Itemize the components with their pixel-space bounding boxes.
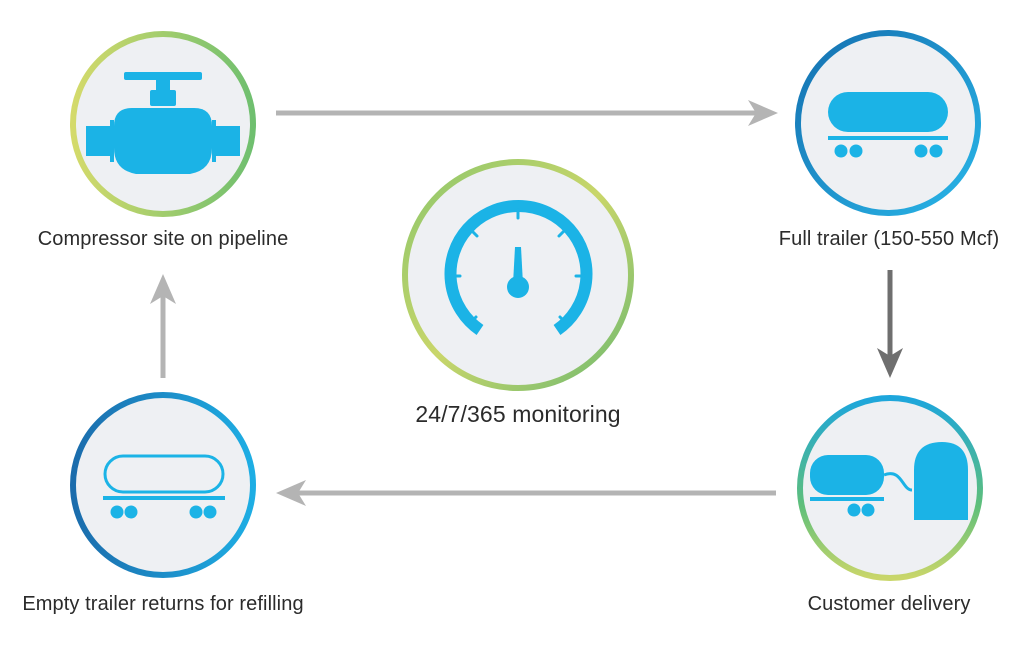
node-customer-delivery (797, 395, 983, 581)
empty-tanker-trailer-icon (103, 454, 225, 519)
full-tanker-trailer-icon (828, 92, 948, 158)
node-ring (70, 392, 256, 578)
node-compressor (70, 31, 256, 217)
node-empty-trailer (70, 392, 256, 578)
gauge-icon (444, 200, 593, 335)
customer-delivery-label: Customer delivery (807, 593, 971, 615)
node-full-trailer (795, 30, 981, 216)
valve-icon (86, 72, 240, 174)
empty-trailer-label: Empty trailer returns for refilling (22, 593, 304, 615)
arrow-customer-to-empty-trailer (276, 480, 776, 506)
arrow-full-trailer-to-customer (877, 270, 903, 378)
node-monitoring (402, 159, 634, 391)
monitoring-label: 24/7/365 monitoring (415, 401, 621, 427)
arrow-compressor-to-full-trailer (276, 100, 778, 126)
full-trailer-label: Full trailer (150-550 Mcf) (778, 228, 1000, 250)
compressor-site-label: Compressor site on pipeline (37, 228, 289, 250)
trailer-delivery-icon (810, 442, 968, 520)
arrow-empty-trailer-to-compressor (150, 274, 176, 378)
